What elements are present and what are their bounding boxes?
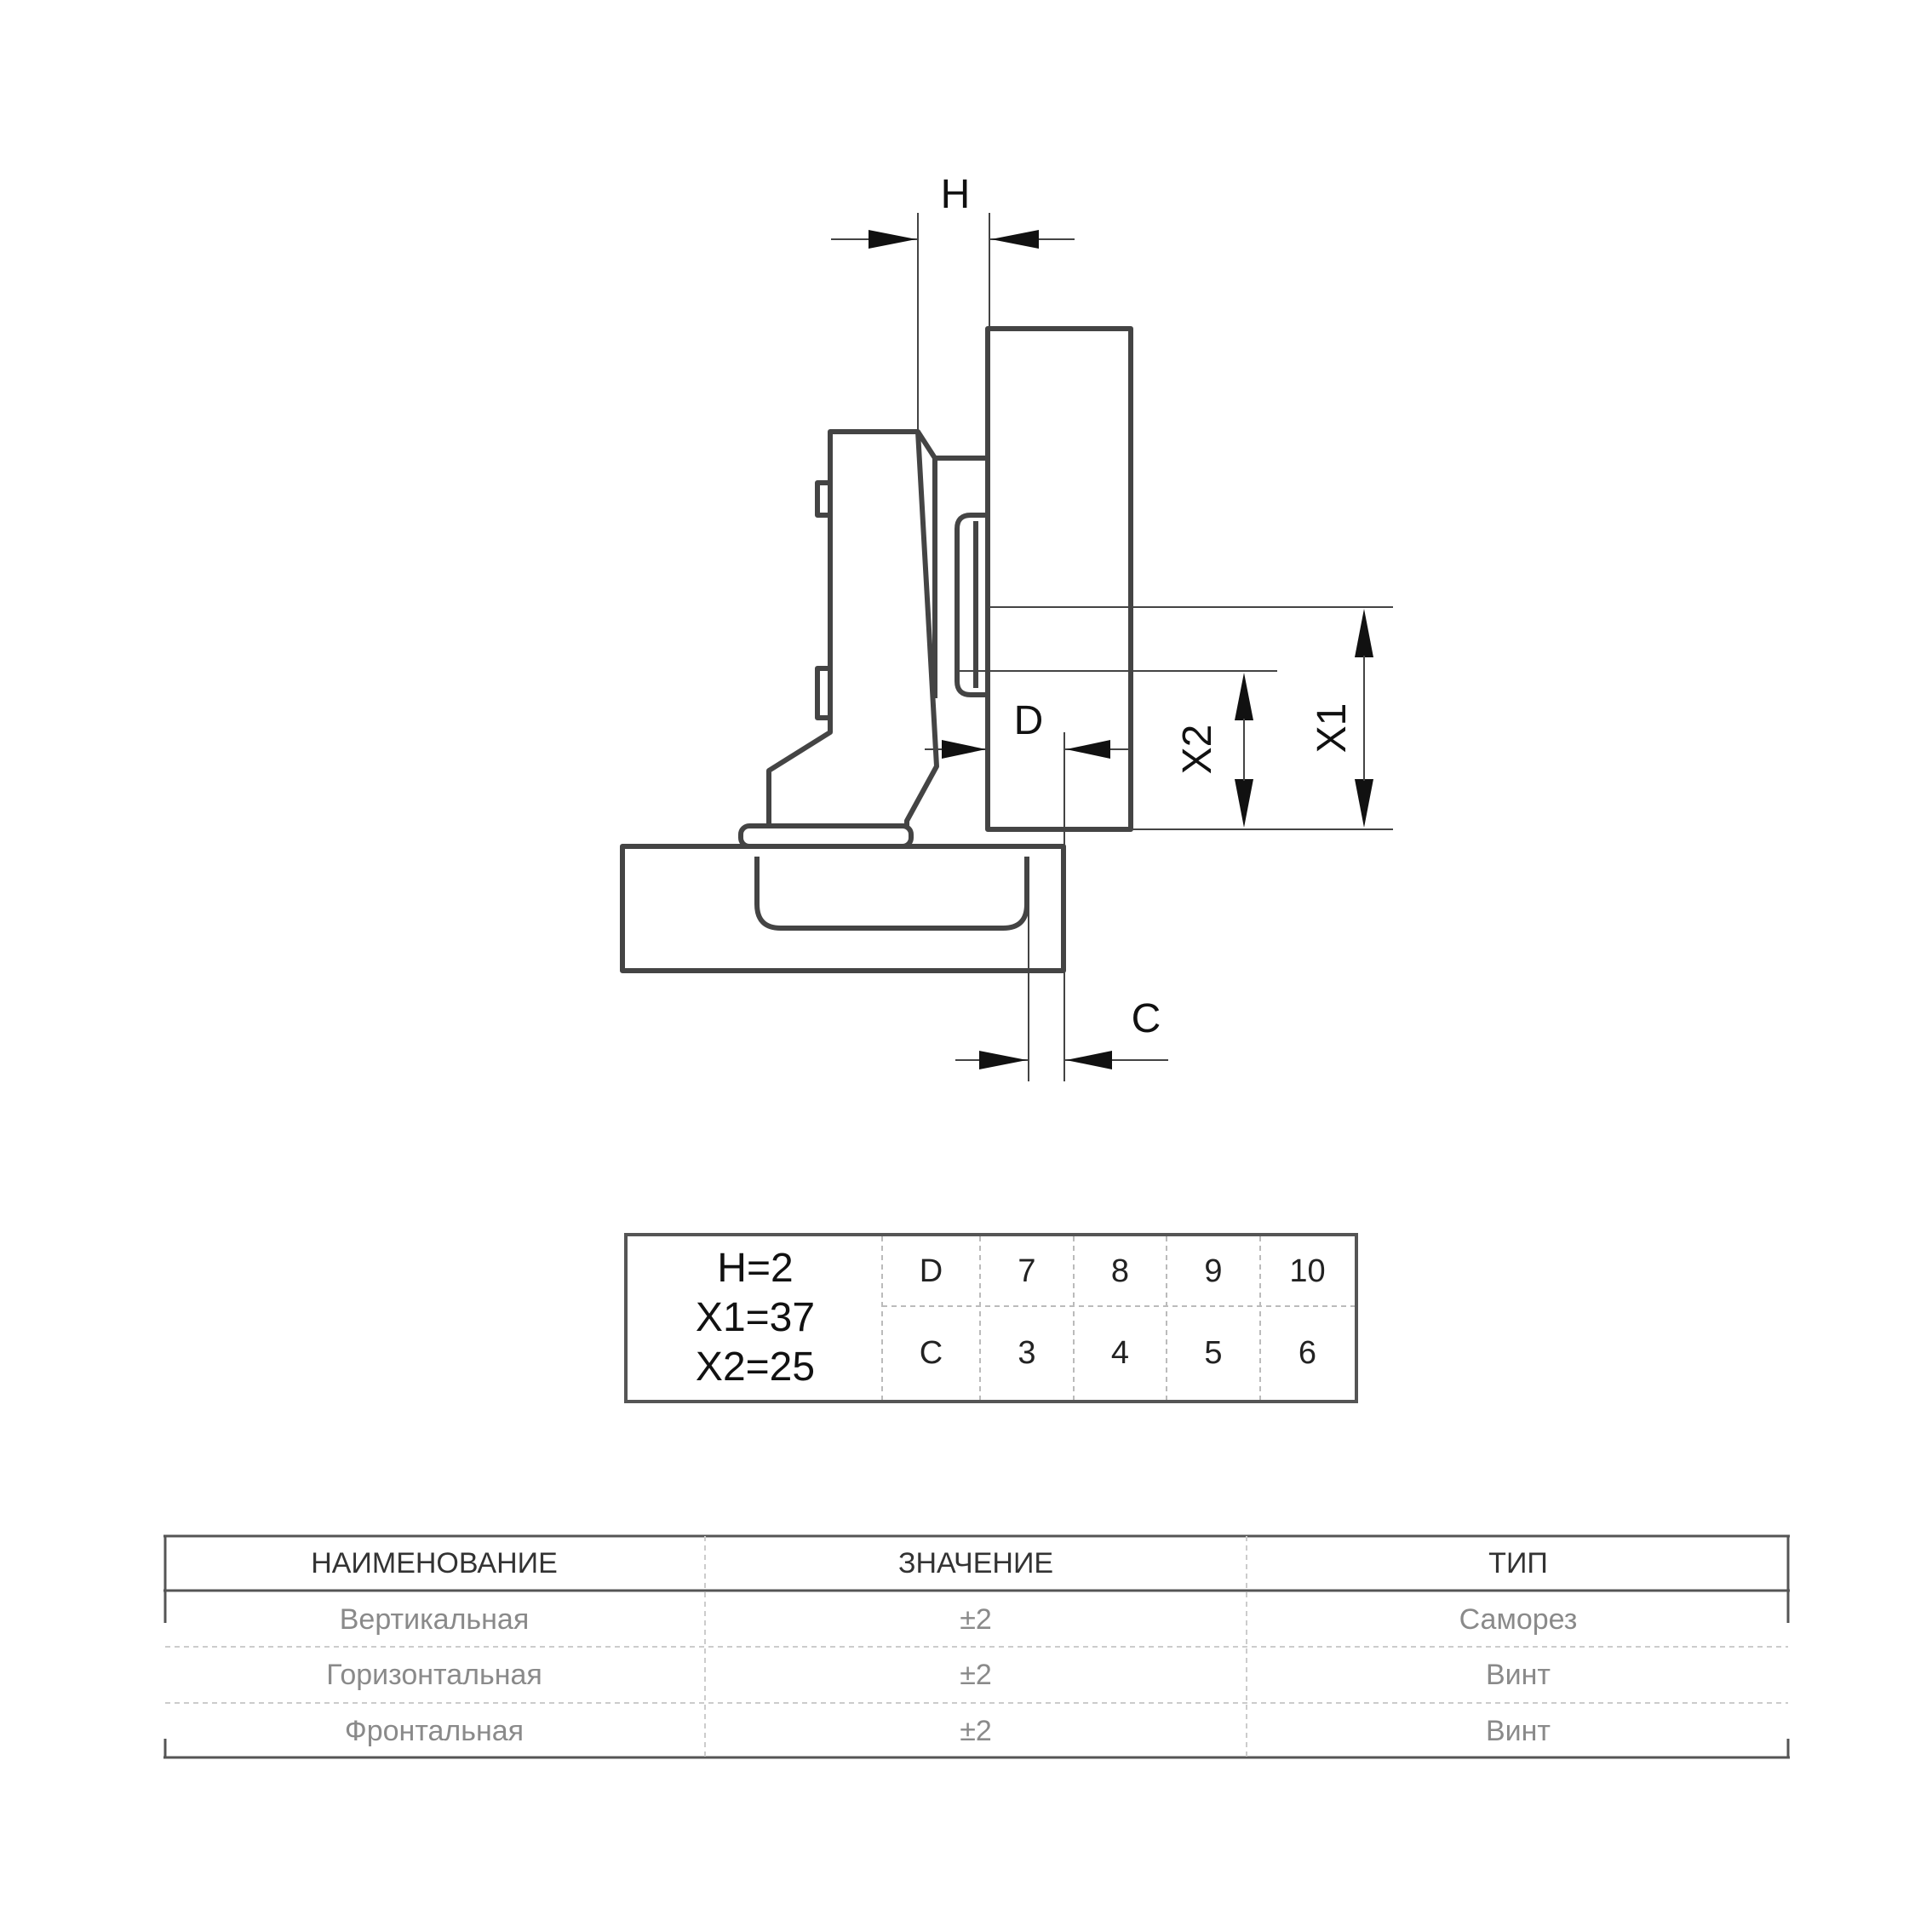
label-x1: X1 <box>1310 703 1355 754</box>
table-row: Горизонтальная ±2 Винт <box>163 1648 1790 1702</box>
hinge-cup <box>754 857 1029 931</box>
adj-header-type: ТИП <box>1488 1546 1548 1579</box>
param-x2: X2=25 <box>695 1344 816 1390</box>
adj-header-name: НАИМЕНОВАНИЕ <box>311 1546 558 1579</box>
adjustment-table: НАИМЕНОВАНИЕ ЗНАЧЕНИЕ ТИП Вертикальная ±… <box>163 1534 1790 1759</box>
label-c: C <box>1132 996 1161 1041</box>
adj-header-row: НАИМЕНОВАНИЕ ЗНАЧЕНИЕ ТИП <box>163 1536 1790 1591</box>
adj-cell-value: ±2 <box>960 1714 992 1747</box>
table-row: Фронтальная ±2 Винт <box>163 1704 1790 1758</box>
adj-cell-type: Винт <box>1485 1658 1551 1691</box>
spec-params: H=2 X1=37 X2=25 <box>628 1236 883 1400</box>
cup-flange <box>738 823 914 849</box>
spec-d-value: 10 <box>1289 1253 1326 1289</box>
spec-d-value: 8 <box>1110 1253 1130 1289</box>
spec-grid <box>881 1236 1355 1400</box>
adj-cell-value: ±2 <box>960 1602 992 1636</box>
spec-table: H=2 X1=37 X2=25 D 7 8 9 10 C 3 4 5 6 <box>624 1233 1358 1403</box>
adj-grid <box>163 1534 1790 1759</box>
spec-d-label: D <box>919 1253 943 1289</box>
adj-cell-value: ±2 <box>960 1658 992 1691</box>
label-d: D <box>1014 698 1044 743</box>
spec-c-value: 6 <box>1298 1334 1317 1371</box>
door-panel <box>985 326 1133 832</box>
spec-c-value: 4 <box>1110 1334 1130 1371</box>
spec-c-value: 5 <box>1204 1334 1223 1371</box>
plate-slot <box>955 513 988 697</box>
param-x1: X1=37 <box>695 1295 816 1340</box>
param-h: H=2 <box>717 1246 794 1291</box>
spec-d-value: 7 <box>1018 1253 1036 1289</box>
table-row: Вертикальная ±2 Саморез <box>163 1592 1790 1647</box>
adj-header-value: ЗНАЧЕНИЕ <box>897 1546 1054 1579</box>
mounting-plate <box>915 430 988 461</box>
spec-c-label: C <box>919 1334 943 1371</box>
adj-cell-name: Вертикальная <box>339 1602 530 1636</box>
hinge-drawing: H D X2 X1 C <box>620 172 1393 1081</box>
spec-c-value: 3 <box>1018 1334 1036 1371</box>
adj-cell-type: Винт <box>1485 1714 1551 1747</box>
cabinet-panel <box>620 844 1066 973</box>
adj-cell-name: Горизонтальная <box>326 1658 542 1691</box>
spec-d-value: 9 <box>1204 1253 1223 1289</box>
label-h: H <box>941 172 971 217</box>
adj-cell-type: Саморез <box>1459 1602 1578 1636</box>
adj-cell-name: Фронтальная <box>344 1714 525 1747</box>
label-x2: X2 <box>1175 725 1220 775</box>
hinge-arm <box>766 429 939 828</box>
